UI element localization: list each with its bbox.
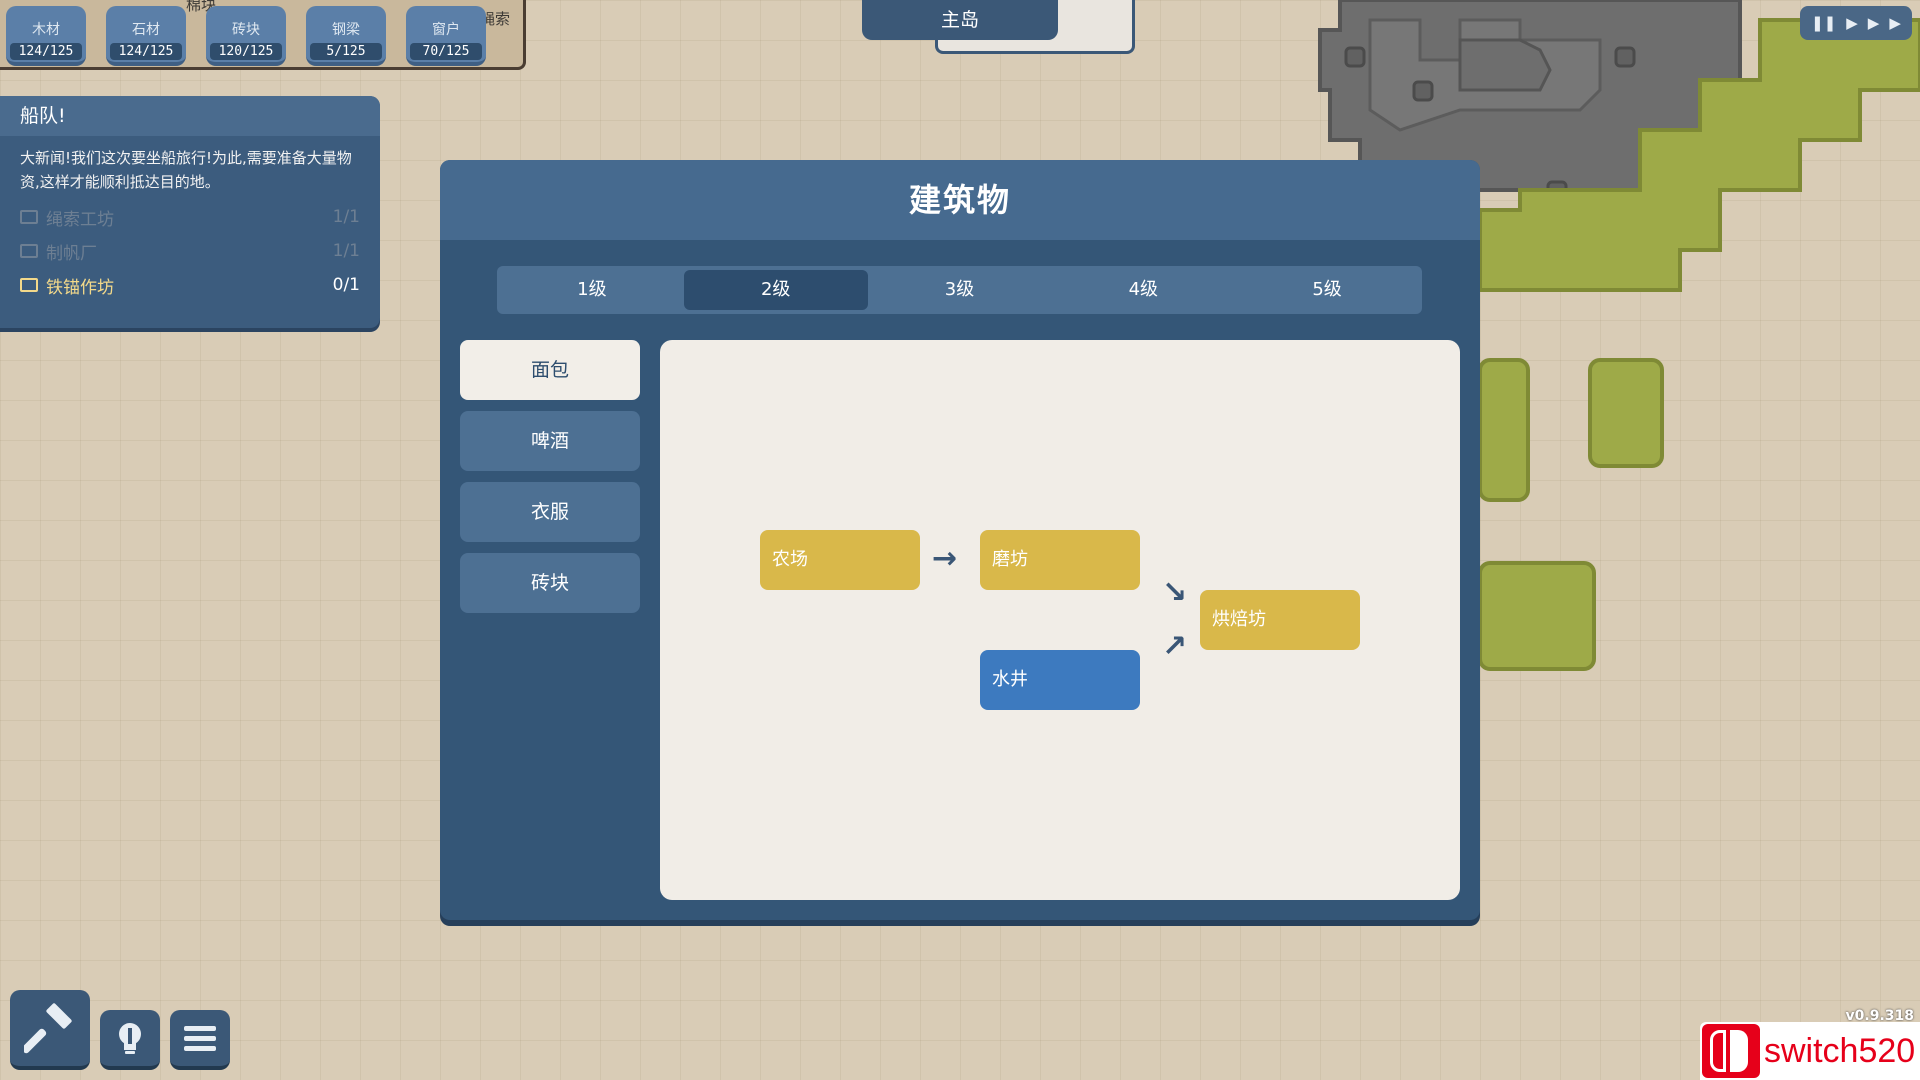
menu-button[interactable] xyxy=(170,1010,230,1070)
fast-forward-icon[interactable]: ▶ xyxy=(1867,13,1880,32)
quest-item-progress: 1/1 xyxy=(332,241,360,261)
island-tab[interactable]: 主岛 xyxy=(862,0,1058,40)
quest-item-label: 绳索工坊 xyxy=(46,209,114,230)
resource-name: 木材 xyxy=(32,22,60,38)
quest-item-progress: 1/1 xyxy=(332,207,360,227)
resource-count: 5/125 xyxy=(310,43,382,60)
checkbox-icon xyxy=(20,278,38,292)
tab-tier-3[interactable]: 3级 xyxy=(944,279,975,300)
tab-tier-1[interactable]: 1级 xyxy=(577,279,607,300)
buildings-modal: 建筑物 1级 2级 3级 4级 5级 面包 啤酒 衣服 砖块 农场 → 磨坊 水… xyxy=(440,160,1480,920)
node-farm[interactable]: 农场 xyxy=(760,530,920,590)
resource-name: 钢梁 xyxy=(332,22,360,38)
checkbox-icon xyxy=(20,244,38,258)
resource-wood[interactable]: 木材 124/125 xyxy=(6,6,86,66)
hammer-icon xyxy=(24,1003,72,1054)
fastest-icon[interactable]: ▶ xyxy=(1889,13,1901,32)
resource-name: 砖块 xyxy=(232,22,260,38)
build-button[interactable] xyxy=(10,990,90,1070)
category-beer[interactable]: 啤酒 xyxy=(460,411,640,471)
category-list: 面包 啤酒 衣服 砖块 xyxy=(460,340,640,624)
quest-panel: 船队! 大新闻!我们这次要坐船旅行!为此,需要准备大量物资,这样才能顺利抵达目的… xyxy=(0,96,380,328)
checkbox-icon xyxy=(20,210,38,224)
resource-stone[interactable]: 石材 124/125 xyxy=(106,6,186,66)
play-icon[interactable]: ▶ xyxy=(1846,13,1858,32)
quest-description: 大新闻!我们这次要坐船旅行!为此,需要准备大量物资,这样才能顺利抵达目的地。 xyxy=(20,149,352,191)
category-bread[interactable]: 面包 xyxy=(460,340,640,400)
research-button[interactable] xyxy=(100,1010,160,1070)
tab-tier-2[interactable]: 2级 xyxy=(683,270,868,310)
node-mill[interactable]: 磨坊 xyxy=(980,530,1140,590)
resource-count: 70/125 xyxy=(410,43,482,60)
grass-island xyxy=(1478,18,1920,292)
quest-item-progress: 0/1 xyxy=(332,275,360,295)
node-well[interactable]: 水井 xyxy=(980,650,1140,710)
arrow-right-icon: → xyxy=(932,541,958,576)
tab-tier-5[interactable]: 5级 xyxy=(1312,279,1342,300)
resource-bar: 棉块 绳索 木材 124/125 石材 124/125 砖块 120/125 钢… xyxy=(0,0,526,70)
tab-tier-4[interactable]: 4级 xyxy=(1128,279,1159,300)
menu-icon xyxy=(184,1026,216,1051)
resource-name: 窗户 xyxy=(432,22,460,38)
watermark: switch520 xyxy=(1700,1022,1920,1080)
resource-brick[interactable]: 砖块 120/125 xyxy=(206,6,286,66)
resource-steel-beam[interactable]: 钢梁 5/125 xyxy=(306,6,386,66)
version-label: v0.9.318 xyxy=(1845,1008,1914,1024)
resource-window[interactable]: 窗户 70/125 xyxy=(406,6,486,66)
tier-tabs: 1级 2级 3级 4级 5级 xyxy=(497,266,1422,314)
quest-item: 制帆厂 1/1 xyxy=(0,234,380,268)
resource-count: 120/125 xyxy=(210,43,282,60)
resource-count: 124/125 xyxy=(110,43,182,60)
switch-logo-icon xyxy=(1702,1024,1760,1078)
pause-icon[interactable]: ❚❚ xyxy=(1811,13,1837,32)
watermark-text: switch520 xyxy=(1764,1031,1916,1070)
category-clothes[interactable]: 衣服 xyxy=(460,482,640,542)
category-bricks[interactable]: 砖块 xyxy=(460,553,640,613)
node-bakery[interactable]: 烘焙坊 xyxy=(1200,590,1360,650)
map-label: 绳索 xyxy=(480,10,511,28)
arrow-up-right-icon: ↗ xyxy=(1162,629,1188,664)
resource-count: 124/125 xyxy=(10,43,82,60)
quest-item-label: 铁锚作坊 xyxy=(46,277,114,298)
quest-item: 绳索工坊 1/1 xyxy=(0,200,380,234)
arrow-down-right-icon: ↘ xyxy=(1162,575,1188,610)
production-chain: 农场 → 磨坊 水井 ↘ ↗ 烘焙坊 xyxy=(660,340,1460,900)
speed-controls: ❚❚ ▶ ▶ ▶ xyxy=(1800,6,1912,40)
quest-item-label: 制帆厂 xyxy=(46,243,97,264)
modal-title: 建筑物 xyxy=(440,160,1480,240)
resource-name: 石材 xyxy=(132,22,160,38)
lightbulb-icon xyxy=(119,1023,141,1054)
quest-item: 铁锚作坊 0/1 xyxy=(0,268,380,302)
quest-title: 船队! xyxy=(0,96,380,136)
